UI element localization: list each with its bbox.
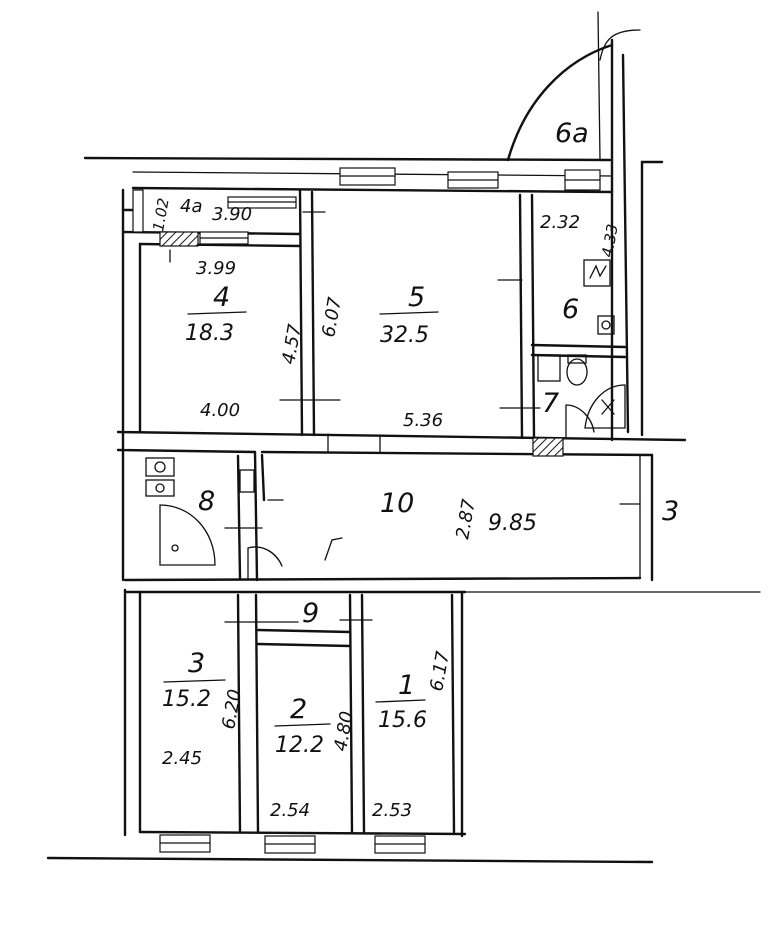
- windows: [132, 167, 601, 854]
- interior-walls: [116, 188, 761, 834]
- dimension-labels: 3.90 1.02 3.99 4.00 4.57 6.07 5.36 2.32 …: [149, 197, 679, 821]
- dim-4-top: 3.99: [196, 258, 236, 279]
- room-3-number: 3: [188, 648, 205, 679]
- room-6-number: 6: [562, 294, 579, 325]
- room-10-number: 10: [380, 488, 414, 519]
- dim-3-height: 6.20: [218, 688, 246, 731]
- dimension-ticks: [169, 211, 641, 623]
- room-labels: 4a 6a 4 18.3 5 32.5 6 7 8 10 9 3 15.2 2 …: [162, 118, 589, 758]
- dim-4a-width: 1.02: [149, 197, 173, 233]
- dim-6-height: 4.33: [598, 223, 622, 259]
- dim-2-width: 2.54: [270, 800, 310, 821]
- room-5-number: 5: [408, 282, 425, 313]
- room-3-area: 15.2: [162, 687, 211, 712]
- dim-4a-length: 3.90: [212, 204, 252, 225]
- vent-shafts: [159, 231, 564, 457]
- room-7-number: 7: [542, 388, 559, 419]
- balcony-6a: [506, 11, 641, 162]
- room-1-area: 15.6: [378, 708, 427, 733]
- dim-6-width: 2.32: [540, 212, 580, 233]
- room-1-number: 1: [398, 670, 415, 701]
- room-4a-label: 4a: [180, 196, 202, 217]
- dim-1-height: 6.17: [426, 649, 454, 693]
- dim-2-height: 4.80: [330, 710, 358, 753]
- room-9-number: 9: [302, 598, 319, 629]
- room-2-area: 12.2: [275, 733, 324, 758]
- dim-10-height: 2.87: [452, 497, 480, 541]
- room-2-number: 2: [290, 694, 307, 725]
- dim-10-width: 9.85: [488, 511, 537, 536]
- dim-5-height: 6.07: [318, 295, 346, 339]
- room-4-area: 18.3: [185, 321, 234, 346]
- dim-1-width: 2.53: [372, 800, 412, 821]
- dim-4-bottom: 4.00: [200, 400, 240, 421]
- fixtures: [145, 259, 626, 579]
- room-5-area: 32.5: [380, 323, 429, 348]
- outer-walls: [46, 38, 664, 864]
- room-6a-label: 6a: [555, 118, 589, 149]
- dim-3-width: 2.45: [162, 748, 202, 769]
- dim-edge: 3: [662, 496, 679, 527]
- room-8-number: 8: [198, 486, 215, 517]
- dim-5-width: 5.36: [403, 410, 443, 431]
- room-4-number: 4: [213, 282, 230, 313]
